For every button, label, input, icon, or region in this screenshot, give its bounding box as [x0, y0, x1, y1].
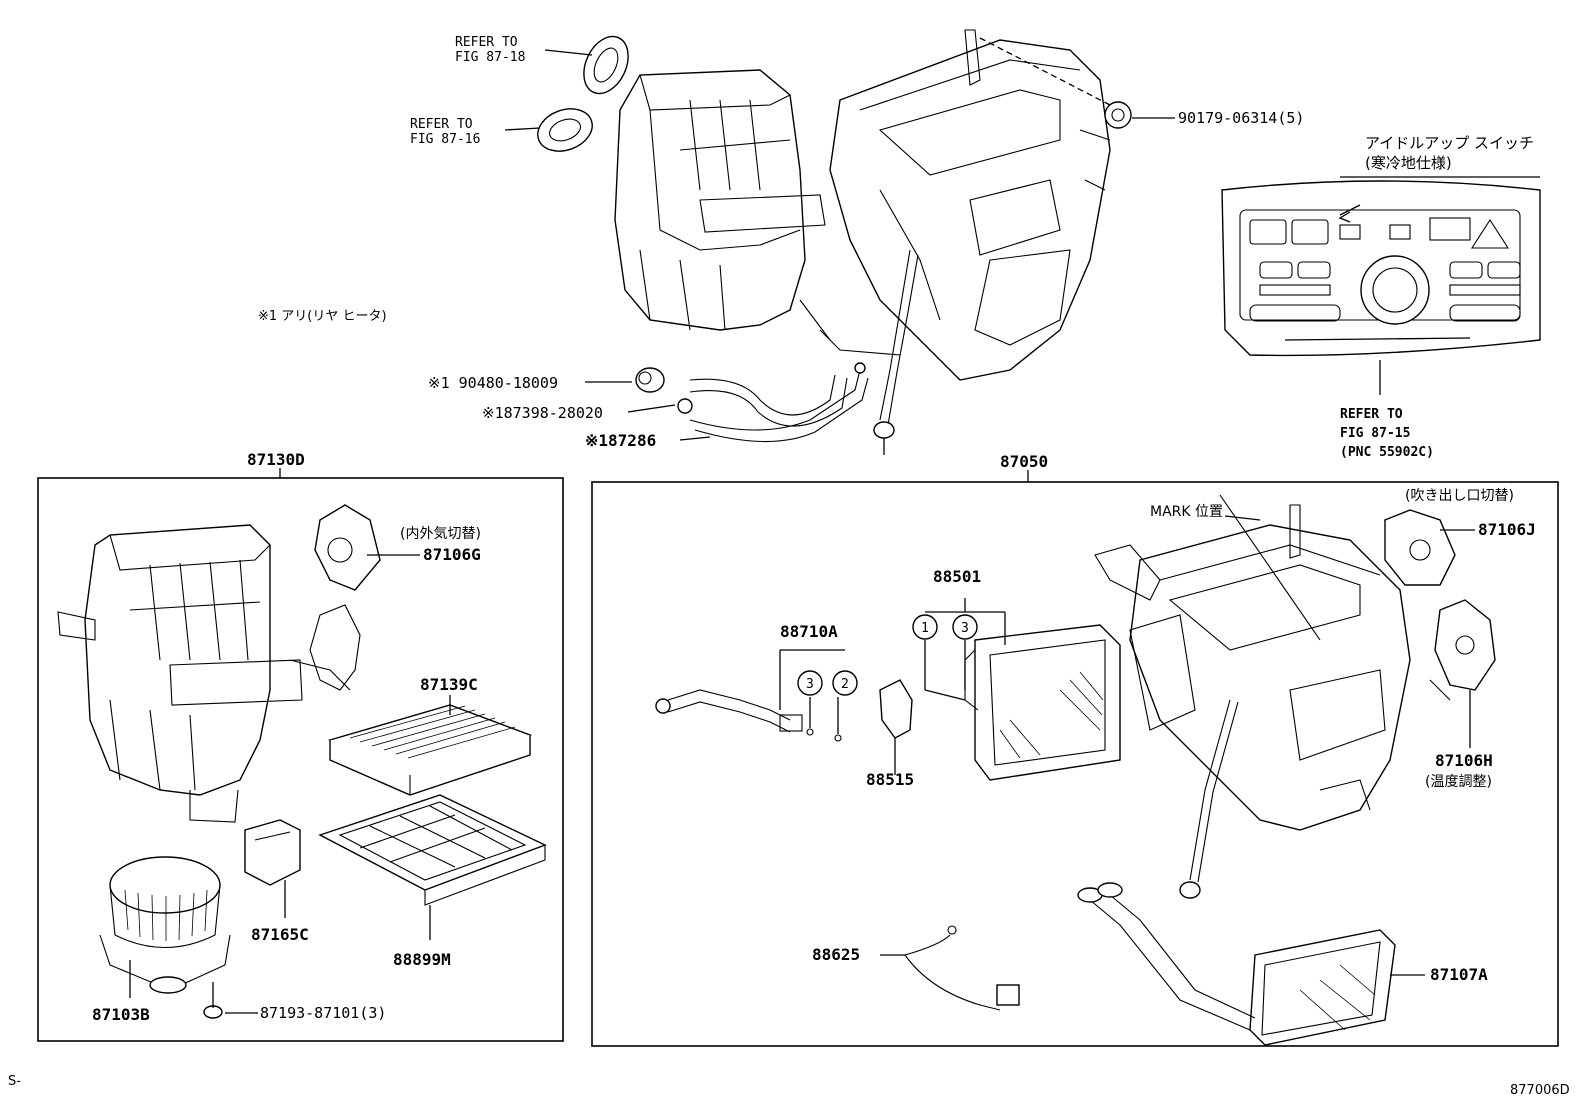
- label-87107A: 87107A: [1430, 965, 1488, 984]
- label-mark-position: MARK 位置: [1150, 504, 1223, 520]
- label-87286: ※187286: [585, 431, 656, 450]
- resistor-87165C-drawing: [244, 819, 301, 886]
- expansion-valve-88515-drawing: [879, 679, 913, 739]
- label-88625: 88625: [812, 945, 860, 964]
- servo-87106J-drawing: [1384, 509, 1456, 586]
- ac-control-panel-drawing: [1221, 180, 1541, 357]
- label-88501: 88501: [933, 567, 981, 586]
- label-87106J: 87106J: [1478, 520, 1536, 539]
- label-87398: ※187398-28020: [482, 404, 603, 422]
- label-90480: ※1 90480-18009: [428, 374, 558, 392]
- leader-lines-left: [129, 554, 451, 1014]
- callout-circles: [797, 614, 978, 696]
- leader-lines-top: [504, 49, 1540, 441]
- circle-2-pipe-text: 2: [841, 677, 849, 692]
- label-88710A: 88710A: [780, 622, 838, 641]
- label-refer-8718-l2: FIG 87-18: [455, 50, 525, 65]
- label-87193: 87193-87101(3): [260, 1004, 386, 1022]
- label-87139C: 87139C: [420, 675, 478, 694]
- corner-label-right: 877006D: [1510, 1083, 1570, 1098]
- label-88515: 88515: [866, 770, 914, 789]
- label-90179: 90179-06314(5): [1178, 109, 1304, 127]
- label-rear-heater-note: ※1 アリ(リヤ ヒータ): [258, 309, 387, 324]
- main-hvac-assembly-drawing: [537, 29, 1132, 455]
- label-87106H: 87106H: [1435, 751, 1493, 770]
- label-idle-switch-l2: (寒冷地仕様): [1365, 154, 1452, 172]
- label-87106H-note: (温度調整): [1425, 774, 1492, 790]
- heater-core-87107A-drawing: [1077, 882, 1396, 1046]
- screw-87193-drawing: [203, 982, 223, 1019]
- blower-unit-drawing: [57, 524, 303, 823]
- box-87050-frame: [591, 481, 1559, 1047]
- label-refer-8716-l2: FIG 87-16: [410, 132, 480, 147]
- pipe-88710A-drawing: [655, 689, 842, 742]
- label-idle-switch-l1: アイドルアップ スイッチ: [1365, 134, 1534, 152]
- motor-servo-87106G-drawing: [289, 504, 381, 691]
- circle-3-evap-text: 3: [961, 621, 969, 636]
- box-87130D-frame: [37, 477, 564, 1042]
- label-87103B: 87103B: [92, 1005, 150, 1024]
- label-refer-8718-l1: REFER TO: [455, 35, 518, 50]
- circle-3-pipe-text: 3: [806, 677, 814, 692]
- label-assembly-87050: 87050: [1000, 452, 1048, 471]
- label-87106J-note: (吹き出し口切替): [1405, 488, 1514, 504]
- sensor-88625-drawing: [904, 925, 1020, 1011]
- corner-label-left: S-: [8, 1074, 21, 1089]
- label-refer-8715-l1: REFER TO: [1340, 407, 1403, 422]
- evaporator-88501-drawing: [964, 624, 1121, 781]
- label-refer-8715-l3: (PNC 55902C): [1340, 445, 1434, 460]
- circle-1-evap: [912, 614, 938, 640]
- filter-87139C-drawing: [327, 704, 533, 796]
- circle-3-pipe: [797, 670, 823, 696]
- circle-1-evap-text: 1: [921, 621, 929, 636]
- label-assembly-87130D: 87130D: [247, 450, 305, 469]
- heater-case-drawing: [1094, 494, 1411, 899]
- label-87106G: 87106G: [423, 545, 481, 564]
- label-refer-8716-l1: REFER TO: [410, 117, 473, 132]
- servo-87106H-drawing: [1429, 599, 1496, 701]
- blower-motor-87103B-drawing: [99, 856, 231, 994]
- circle-3-evap: [952, 614, 978, 640]
- filter-case-88899M-drawing: [318, 794, 547, 906]
- label-refer-8715-l2: FIG 87-15: [1340, 426, 1410, 441]
- leader-lines-right: [779, 515, 1475, 976]
- label-87165C: 87165C: [251, 925, 309, 944]
- label-87106G-note: (内外気切替): [400, 526, 481, 542]
- circle-2-pipe: [832, 670, 858, 696]
- label-88899M: 88899M: [393, 950, 451, 969]
- text-labels: REFER TO FIG 87-18 REFER TO FIG 87-16 90…: [8, 35, 1570, 1098]
